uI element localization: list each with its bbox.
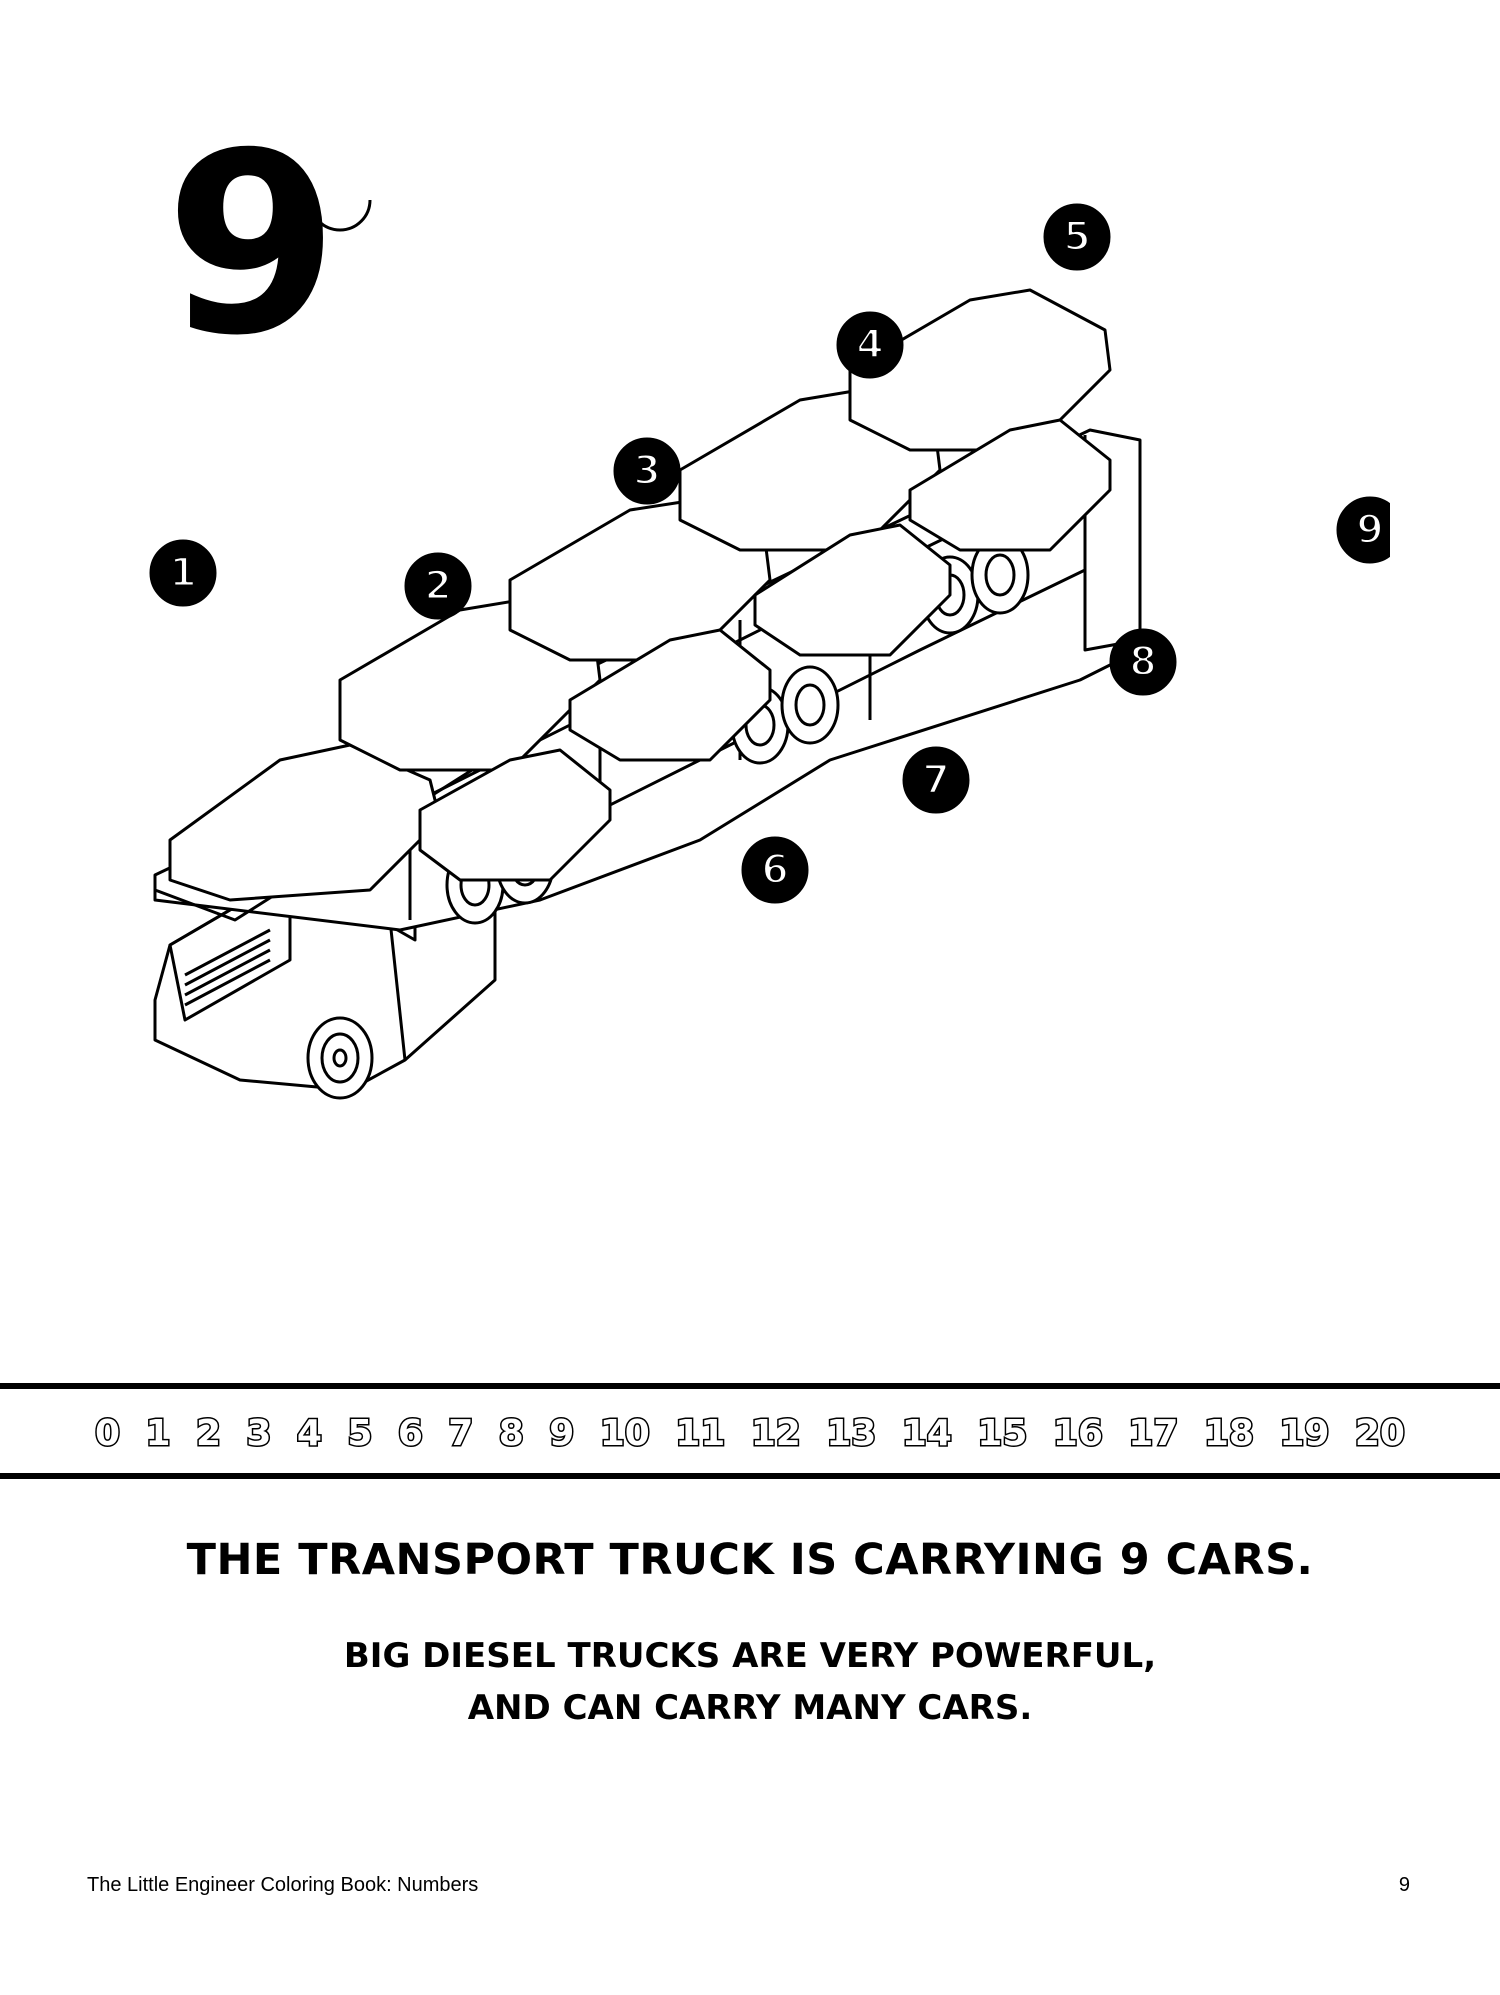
car-badge-6: 6 — [761, 847, 789, 893]
strip-number: 12 — [749, 1411, 802, 1455]
badge-circle-1 — [149, 539, 217, 607]
badge-circle-2 — [404, 552, 472, 620]
strip-number: 10 — [598, 1411, 651, 1455]
page-headline: THE TRANSPORT TRUCK IS CARRYING 9 CARS. — [186, 1535, 1314, 1585]
strip-number: 9 — [548, 1411, 576, 1455]
car-badge-8: 8 — [1129, 639, 1157, 685]
subtext-line-2: AND CAN CARRY MANY CARS. — [467, 1688, 1033, 1728]
strip-number: 11 — [674, 1411, 727, 1455]
car-transport-truck-illustration: 1 2 3 4 5 6 7 8 9 — [149, 200, 1390, 1100]
badge-circle-5 — [1043, 203, 1111, 271]
badge-circle-6 — [741, 836, 809, 904]
badge-circle-8 — [1109, 628, 1177, 696]
strip-number: 14 — [900, 1411, 953, 1455]
strip-number: 19 — [1278, 1411, 1331, 1455]
car-shape-8 — [753, 523, 952, 657]
strip-number: 18 — [1202, 1411, 1255, 1455]
strip-number: 6 — [396, 1411, 424, 1455]
strip-number: 0 — [93, 1411, 121, 1455]
car-shape-3 — [508, 498, 772, 662]
strip-number: 2 — [194, 1411, 222, 1455]
page-subtext: BIG DIESEL TRUCKS ARE VERY POWERFUL, AND… — [0, 1630, 1500, 1734]
footer-page-number: 9 — [1398, 1874, 1410, 1896]
strip-number: 3 — [245, 1411, 273, 1455]
car-shape-5 — [848, 288, 1112, 452]
strip-number: 7 — [447, 1411, 475, 1455]
car-badge-5: 5 — [1063, 214, 1091, 260]
badge-circle-9 — [1336, 496, 1390, 564]
car-badge-7: 7 — [922, 757, 950, 803]
strip-number: 4 — [295, 1411, 323, 1455]
car-shape-6 — [418, 748, 612, 882]
strip-number: 1 — [144, 1411, 172, 1455]
number-strip: 0 1 2 3 4 5 6 7 8 9 10 11 12 13 14 15 16… — [93, 1408, 1406, 1458]
strip-number: 5 — [346, 1411, 374, 1455]
badge-circle-4 — [836, 311, 904, 379]
cars — [168, 288, 1112, 902]
strip-number: 8 — [497, 1411, 525, 1455]
truck-front-wheel — [306, 1016, 374, 1100]
strip-number: 17 — [1127, 1411, 1180, 1455]
car-badge-4: 4 — [856, 322, 884, 368]
page-big-number: 9 — [165, 99, 339, 390]
strip-number: 20 — [1353, 1411, 1406, 1455]
footer-book-title: The Little Engineer Coloring Book: Numbe… — [87, 1874, 479, 1896]
car-badge-2: 2 — [424, 563, 452, 609]
car-number-badges: 1 2 3 4 5 6 7 8 9 — [149, 203, 1390, 904]
number-strip-top-rule — [0, 1383, 1500, 1389]
badge-circle-3 — [613, 437, 681, 505]
strip-number: 13 — [825, 1411, 878, 1455]
strip-number: 16 — [1051, 1411, 1104, 1455]
subtext-line-1: BIG DIESEL TRUCKS ARE VERY POWERFUL, — [343, 1636, 1157, 1676]
car-badge-3: 3 — [633, 448, 661, 494]
car-badge-1: 1 — [169, 550, 197, 596]
number-strip-bottom-rule — [0, 1473, 1500, 1479]
car-shape-9 — [908, 418, 1112, 552]
car-shape-7 — [568, 628, 772, 762]
badge-circle-7 — [902, 746, 970, 814]
strip-number: 15 — [976, 1411, 1029, 1455]
car-badge-9: 9 — [1356, 507, 1384, 553]
